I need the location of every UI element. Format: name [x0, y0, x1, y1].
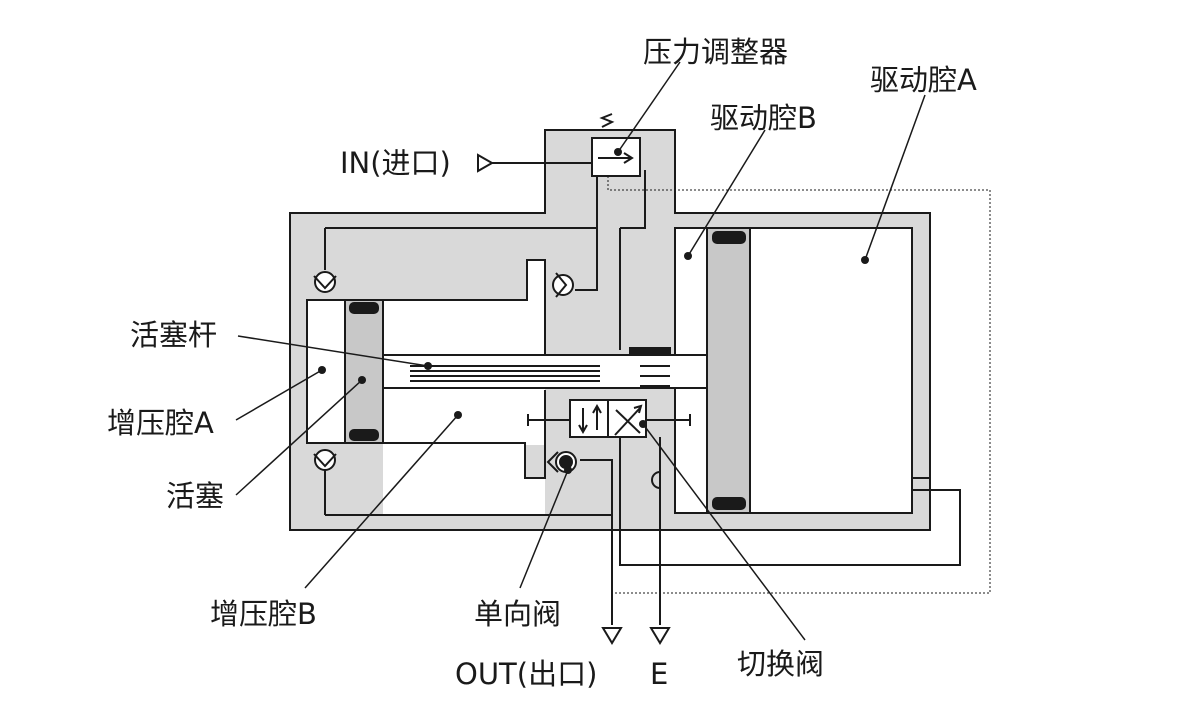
upper-chamber-area [383, 260, 545, 355]
check-valve-left-bottom [313, 449, 337, 471]
passage-bottom-inner [345, 390, 546, 479]
check-valve-outlet [546, 451, 577, 473]
inlet-label: IN(进口) [340, 146, 451, 180]
drive-chamber-a-area [749, 227, 913, 514]
booster-chamber-a-label: 增压腔A [107, 406, 214, 440]
drive-piston [706, 227, 751, 514]
switching-valve-label: 切换阀 [737, 647, 825, 681]
passage-top-inner [345, 259, 546, 355]
leader-dots [318, 148, 869, 474]
outlet-label: OUT(出口) [455, 657, 598, 691]
passage-right-out [619, 228, 961, 566]
outlet-triangle [601, 627, 623, 645]
passage-bottom [325, 459, 613, 516]
piston-seal-bottom [349, 429, 379, 441]
leader-lines [235, 61, 926, 641]
drive-chamber-b-label: 驱动腔B [710, 101, 817, 135]
exhaust-label: E [650, 657, 669, 691]
drive-seal-bottom [712, 497, 746, 510]
check-valve-label: 单向阀 [474, 597, 562, 631]
check-valve-upper [552, 272, 574, 298]
booster-chamber-a-area [306, 299, 346, 444]
switching-valve [527, 399, 691, 438]
inlet-triangle [477, 153, 495, 173]
piston-rod-label: 活塞杆 [130, 318, 218, 352]
rod-seal [629, 347, 671, 356]
drive-seal-top [712, 231, 746, 244]
drive-chamber-a-label: 驱动腔A [870, 63, 977, 97]
booster-piston [344, 299, 384, 444]
passage-regulator-down [596, 170, 646, 350]
booster-chamber-b-area [383, 388, 545, 515]
pilot-line [607, 176, 991, 594]
piston-seal-top [349, 302, 379, 314]
booster-chamber-b-label: 增压腔B [210, 597, 317, 631]
exhaust-triangle [649, 627, 671, 645]
pressure-regulator-label: 压力调整器 [643, 35, 789, 69]
pressure-regulator [591, 113, 641, 177]
check-valve-left-top [313, 271, 337, 293]
passage-top [325, 227, 598, 291]
exhaust-port-curve [651, 471, 661, 489]
piston-label: 活塞 [166, 479, 225, 513]
